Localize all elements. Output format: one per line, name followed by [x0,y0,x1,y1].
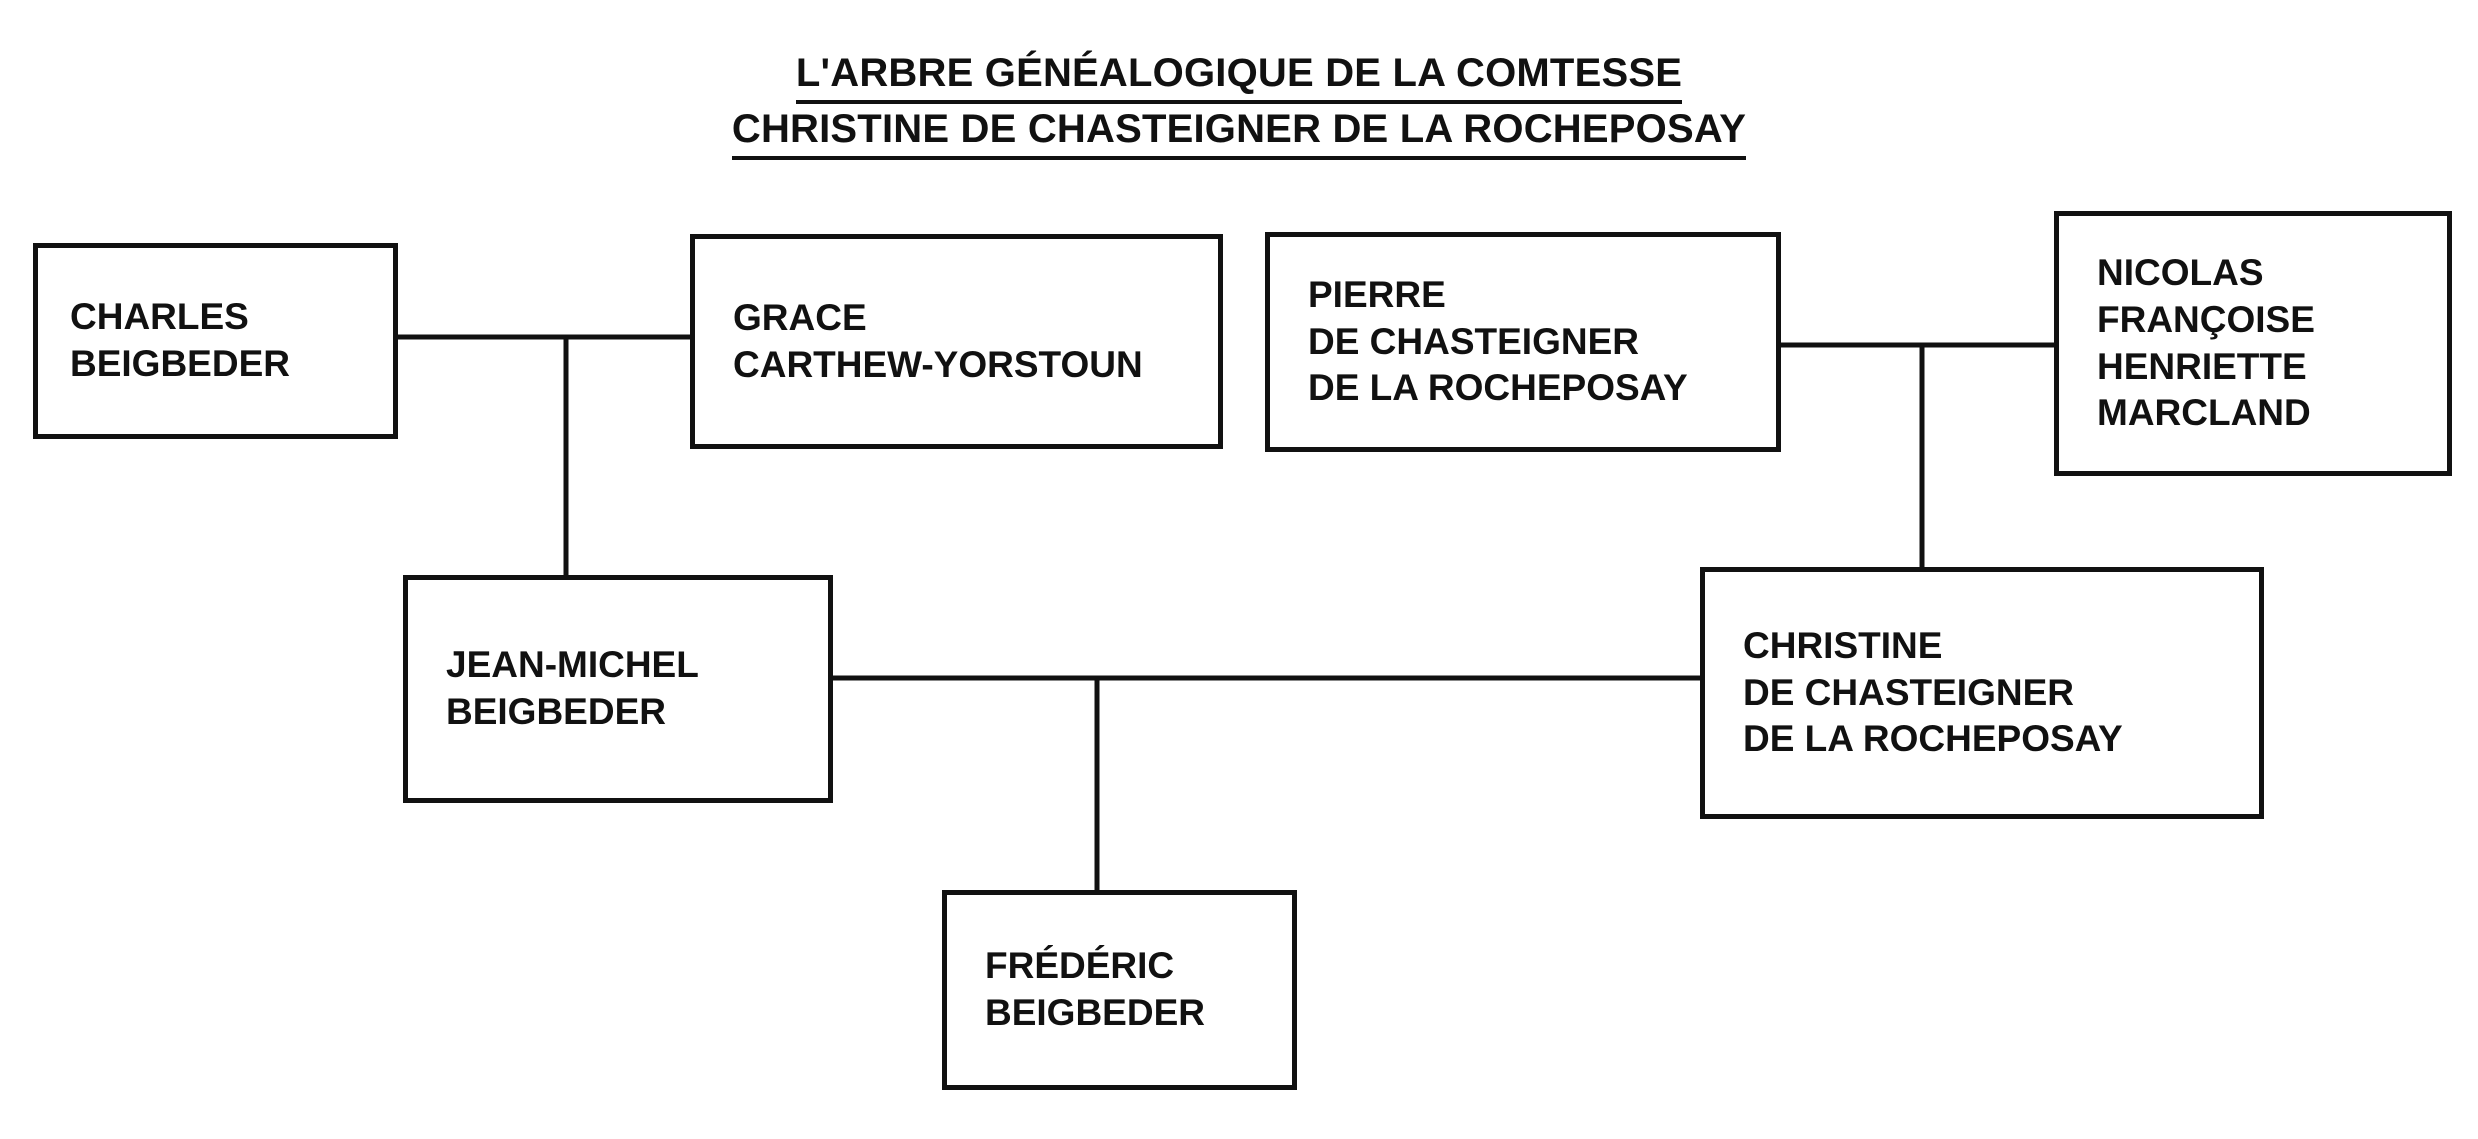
node-jean-michel-beigbeder-label: JEAN-MICHEL BEIGBEDER [446,644,699,732]
node-frederic-beigbeder-label: FRÉDÉRIC BEIGBEDER [985,945,1205,1033]
node-frederic-beigbeder[interactable]: FRÉDÉRIC BEIGBEDER [942,890,1297,1090]
node-charles-beigbeder-label: CHARLES BEIGBEDER [70,296,290,384]
node-jean-michel-beigbeder[interactable]: JEAN-MICHEL BEIGBEDER [403,575,833,803]
node-nicolas-francoise-marcland-label: NICOLAS FRANÇOISE HENRIETTE MARCLAND [2097,251,2315,434]
node-grace-carthew-yorstoun-label: GRACE CARTHEW-YORSTOUN [733,296,1143,385]
node-pierre-de-chasteigner[interactable]: PIERRE DE CHASTEIGNER DE LA ROCHEPOSAY [1265,232,1781,452]
node-nicolas-francoise-marcland[interactable]: NICOLAS FRANÇOISE HENRIETTE MARCLAND [2054,211,2452,476]
node-christine-de-chasteigner-label: CHRISTINE DE CHASTEIGNER DE LA ROCHEPOSA… [1743,624,2123,760]
node-grace-carthew-yorstoun[interactable]: GRACE CARTHEW-YORSTOUN [690,234,1223,449]
node-christine-de-chasteigner[interactable]: CHRISTINE DE CHASTEIGNER DE LA ROCHEPOSA… [1700,567,2264,819]
node-charles-beigbeder[interactable]: CHARLES BEIGBEDER [33,243,398,439]
node-pierre-de-chasteigner-label: PIERRE DE CHASTEIGNER DE LA ROCHEPOSAY [1308,273,1688,409]
